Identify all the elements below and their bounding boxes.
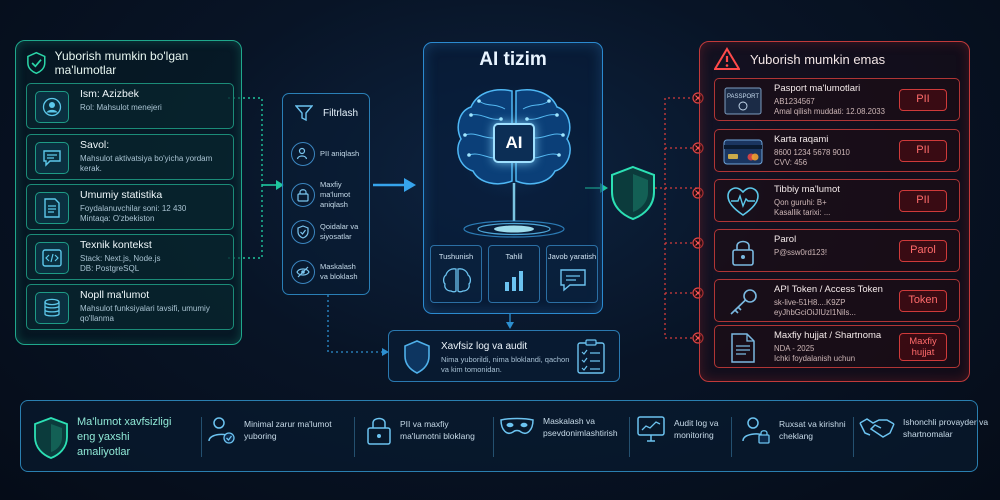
user-icon [42, 97, 62, 117]
database-icon [44, 298, 60, 317]
filter-item-secret: Maxfiy ma'lumot aniqlash [291, 180, 363, 210]
allowed-item-question: Savol: Mahsulot aktivatsiya bo'yicha yor… [26, 134, 234, 180]
filter-item-rules: Qoidalar va siyosatlar [291, 220, 363, 244]
code-icon [42, 249, 62, 267]
warning-icon [714, 47, 740, 70]
allowed-item-name: Ism: Azizbek Rol: Mahsulot menejeri [26, 83, 234, 129]
brain-icon [442, 268, 472, 293]
padlock-icon [732, 240, 754, 266]
bar-chart-icon [505, 271, 523, 291]
forbidden-item-document: Maxfiy hujjat / Shartnoma NDA - 2025 Ich… [714, 325, 960, 368]
ai-card-understanding: Tushunish [430, 245, 482, 303]
ai-card-response: Javob yaratish [546, 245, 598, 303]
forbidden-item-passport: PASSPORT Pasport ma'lumotlari AB1234567 … [714, 78, 960, 121]
best-practices-title: Ma'lumot xavfsizligi eng yaxshi amaliyot… [77, 416, 172, 458]
funnel-icon [295, 105, 313, 122]
ai-card-analysis: Tahlil [488, 245, 540, 303]
allowed-data-panel: Yuborish mumkin bo'lgan ma'lumotlar Ism:… [15, 40, 242, 345]
practice-trusted-provider: Ishonchli provayder va shartnomalar [859, 415, 989, 441]
handshake-icon [859, 418, 895, 438]
mask-icon [500, 417, 534, 434]
forbidden-item-token: API Token / Access Token sk-live-51H8...… [714, 279, 960, 322]
pii-badge: PII [899, 190, 947, 212]
pii-badge: PII [899, 140, 947, 162]
secret-document-badge: Maxfiy hujjat [899, 333, 947, 361]
allowed-item-tech-context: Texnik kontekst Stack: Next.js, Node.js … [26, 234, 234, 280]
best-practices-bar: Ma'lumot xavfsizligi eng yaxshi amaliyot… [20, 400, 988, 472]
passport-icon: PASSPORT [724, 87, 762, 115]
ai-chip: AI [493, 123, 535, 163]
shield-check-icon [27, 51, 46, 75]
monitor-icon [637, 416, 665, 442]
password-badge: Parol [899, 240, 947, 262]
practice-minimal-data: Minimal zarur ma'lumot yuboring [206, 415, 334, 445]
shield-check-icon [297, 225, 309, 239]
forbidden-item-card: Karta raqami 8600 1234 5678 9010 CVV: 45… [714, 129, 960, 172]
forbidden-item-password: Parol P@ssw0rd123! Parol [714, 229, 960, 272]
filter-title: Filtrlash [323, 107, 359, 119]
forbidden-panel-title: Yuborish mumkin emas [750, 51, 886, 67]
shield-icon [34, 416, 68, 459]
audit-log-box: Xavfsiz log va audit Nima yuborildi, nim… [388, 330, 620, 382]
shield-icon [611, 165, 655, 221]
lock-icon [297, 189, 309, 202]
key-icon [730, 289, 757, 315]
allowed-item-statistics: Umumiy statistika Foydalanuvchilar soni:… [26, 184, 234, 230]
pii-badge: PII [899, 89, 947, 111]
svg-text:PASSPORT: PASSPORT [727, 94, 759, 100]
filter-panel: Filtrlash PII aniqlash Maxfiy ma'lumot a… [282, 93, 370, 295]
lock-icon [367, 417, 391, 445]
shield-icon [404, 340, 430, 374]
filter-item-pii: PII aniqlash [291, 142, 363, 166]
user-search-icon [296, 147, 308, 160]
ai-system-title: AI tizim [479, 49, 547, 70]
user-check-icon [208, 417, 235, 444]
allowed-panel-title: Yuborish mumkin bo'lgan ma'lumotlar [54, 49, 189, 77]
forbidden-item-medical: Tibbiy ma'lumot Qon guruhi: B+ Kasallik … [714, 179, 960, 222]
document-icon [44, 198, 60, 218]
practice-masking: Maskalash va psevdonimlashtirish [499, 415, 633, 439]
token-badge: Token [899, 290, 947, 312]
practice-audit-monitoring: Audit log va monitoring [636, 415, 736, 443]
allowed-item-public-data: Nopll ma'lumot Mahsulot funksiyalari tav… [26, 284, 234, 330]
forbidden-data-panel: Yuborish mumkin emas PASSPORT Pasport ma… [699, 41, 970, 382]
checklist-icon [577, 339, 605, 374]
heart-pulse-icon [727, 187, 759, 216]
credit-card-icon [723, 139, 763, 165]
message-icon [560, 269, 586, 292]
chat-icon [43, 150, 61, 167]
practice-block-pii: PII va maxfiy ma'lumotni bloklang [366, 415, 490, 445]
practice-access-control: Ruxsat va kirishni cheklang [741, 415, 857, 445]
brain-icon [454, 85, 574, 238]
eye-off-icon [296, 266, 310, 278]
filter-item-masking: Maskalash va bloklash [291, 260, 363, 284]
user-lock-icon [742, 417, 770, 444]
ai-system-panel: AI tizim AI Tushunish [423, 42, 603, 314]
file-icon [731, 333, 755, 363]
